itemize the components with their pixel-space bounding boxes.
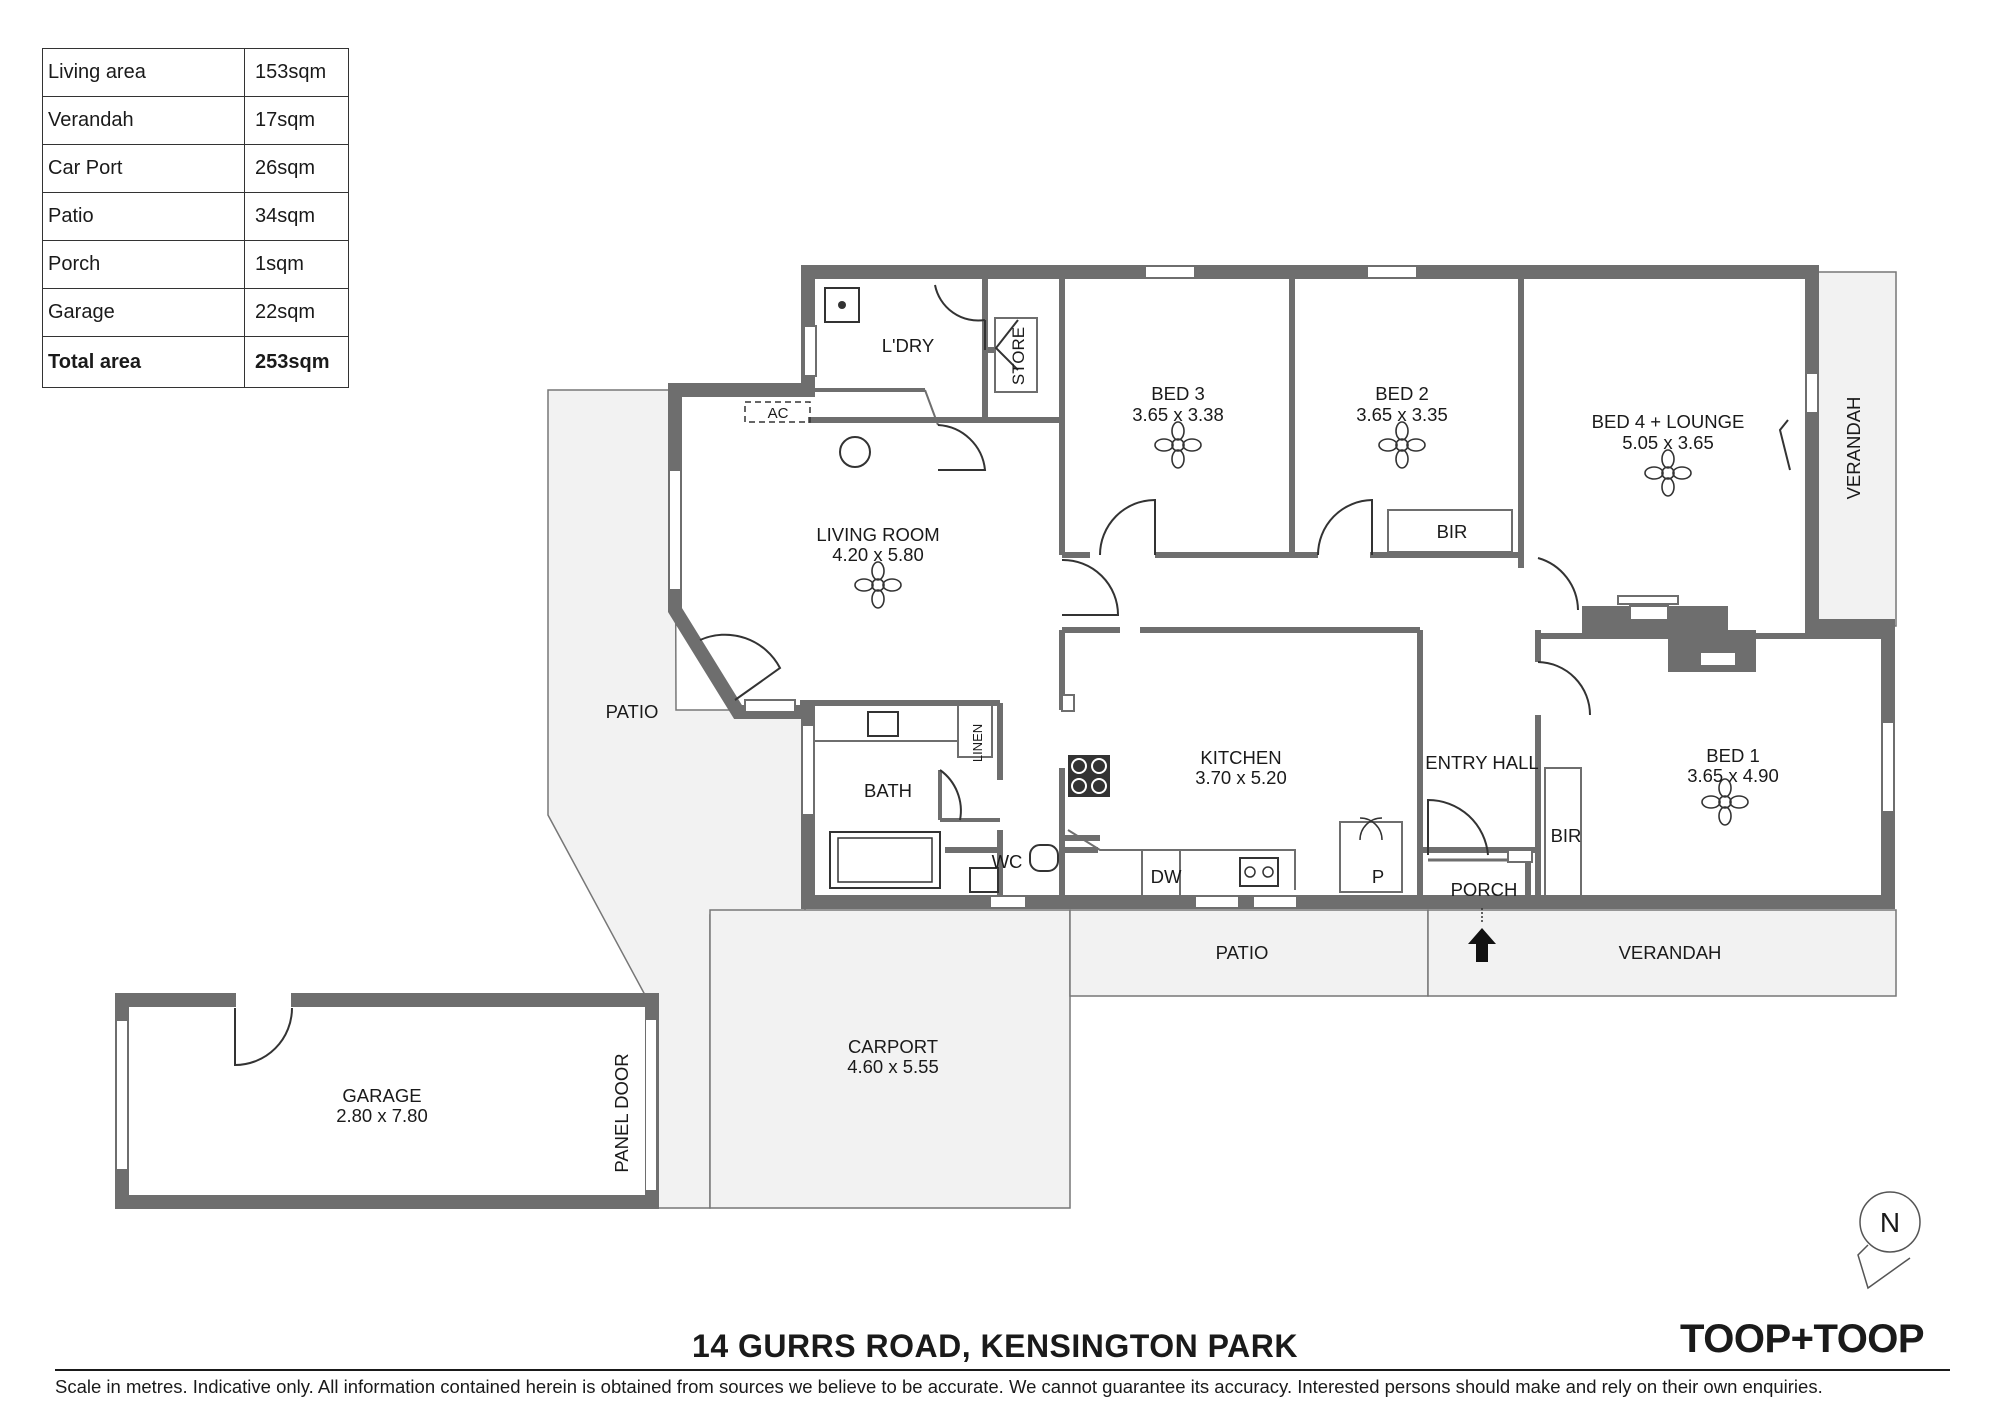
patio-west-label: PATIO <box>606 701 659 722</box>
verandah-side-label: VERANDAH <box>1843 397 1864 500</box>
garage-size: 2.80 x 7.80 <box>336 1105 428 1126</box>
entry-arrow-icon <box>1468 908 1496 962</box>
wc-basin <box>969 867 999 893</box>
dishwasher-label: DW <box>1151 866 1182 887</box>
hot-water-unit <box>839 436 871 468</box>
store-label: STORE <box>1009 327 1028 385</box>
living-room-size: 4.20 x 5.80 <box>832 544 924 565</box>
room-labels: L'DRY STORE AC BED 3 3.65 x 3.38 BED 2 3… <box>336 327 1864 1173</box>
area-total-label: Total area <box>42 336 245 388</box>
garage-label: GARAGE <box>342 1085 421 1106</box>
bath-label: BATH <box>864 780 912 801</box>
area-value: 26sqm <box>244 144 349 193</box>
area-value: 1sqm <box>244 240 349 289</box>
bathtub <box>829 831 941 889</box>
bed4-size: 5.05 x 3.65 <box>1622 432 1714 453</box>
kitchen-size: 3.70 x 5.20 <box>1195 767 1287 788</box>
ceiling-fan-icon <box>854 561 902 609</box>
ac-label: AC <box>768 405 789 422</box>
doors <box>699 284 1791 856</box>
patio-south-label: PATIO <box>1216 942 1269 963</box>
verandah-front-area <box>1427 909 1897 997</box>
kitchen-label: KITCHEN <box>1200 747 1281 768</box>
area-label: Living area <box>42 48 245 97</box>
area-value: 34sqm <box>244 192 349 241</box>
area-value: 153sqm <box>244 48 349 97</box>
ceiling-fan-icon <box>1154 421 1202 469</box>
linen-label: LINEN <box>970 724 985 762</box>
bed2-label: BED 2 <box>1375 383 1428 404</box>
bed4-label: BED 4 + LOUNGE <box>1592 411 1745 432</box>
outdoor-areas <box>547 271 1897 1209</box>
garage <box>115 993 659 1209</box>
bathroom-vanity <box>867 711 899 737</box>
ceiling-fan-icon <box>1701 778 1749 826</box>
bed3-label: BED 3 <box>1151 383 1204 404</box>
carport-label: CARPORT <box>848 1036 938 1057</box>
linen-cupboard <box>957 704 993 758</box>
windows <box>668 265 1895 909</box>
area-total-row: Total area 253sqm <box>42 336 349 388</box>
area-value: 22sqm <box>244 288 349 337</box>
ceiling-fans <box>854 421 1749 826</box>
verandah-front-label: VERANDAH <box>1619 942 1722 963</box>
bed3-size: 3.65 x 3.38 <box>1132 404 1224 425</box>
kitchen-sink <box>1239 857 1279 887</box>
ceiling-fan-icon <box>1644 449 1692 497</box>
north-arrow-icon: N <box>1857 1191 1921 1290</box>
bed2-size: 3.65 x 3.35 <box>1356 404 1448 425</box>
carport-area <box>709 909 1071 1209</box>
toilet <box>1029 844 1059 872</box>
house-walls <box>668 265 1895 909</box>
ac-unit <box>744 401 811 423</box>
property-address: 14 GURRS ROAD, KENSINGTON PARK <box>692 1328 1298 1364</box>
bir-bed2-box <box>1387 509 1513 553</box>
compass-north-label: N <box>1880 1207 1900 1238</box>
bir-bed2-label: BIR <box>1437 521 1468 542</box>
brand-logo: TOOP+TOOP <box>1680 1317 1925 1361</box>
entry-hall-label: ENTRY HALL <box>1425 752 1538 773</box>
bed1-label: BED 1 <box>1706 745 1759 766</box>
laundry-tub <box>824 287 860 323</box>
disclaimer-text: Scale in metres. Indicative only. All in… <box>55 1376 1823 1397</box>
area-label: Patio <box>42 192 245 241</box>
wc-label: WC <box>992 851 1023 872</box>
patio-south-area <box>1069 909 1429 997</box>
porch-label: PORCH <box>1451 879 1518 900</box>
bir-bed1-box <box>1544 767 1582 897</box>
bir-bed1-label: BIR <box>1551 825 1582 846</box>
laundry-label: L'DRY <box>882 335 935 356</box>
pantry-box <box>1339 821 1403 893</box>
area-total-value: 253sqm <box>244 336 349 388</box>
area-label: Porch <box>42 240 245 289</box>
area-label: Garage <box>42 288 245 337</box>
panel-door-label: PANEL DOOR <box>611 1053 632 1172</box>
ceiling-fan-icon <box>1378 421 1426 469</box>
pantry-label: P <box>1372 866 1384 887</box>
footer-divider <box>55 1369 1950 1371</box>
bed1-size: 3.65 x 4.90 <box>1687 765 1779 786</box>
area-value: 17sqm <box>244 96 349 145</box>
carport-size: 4.60 x 5.55 <box>847 1056 939 1077</box>
living-room-label: LIVING ROOM <box>816 524 939 545</box>
